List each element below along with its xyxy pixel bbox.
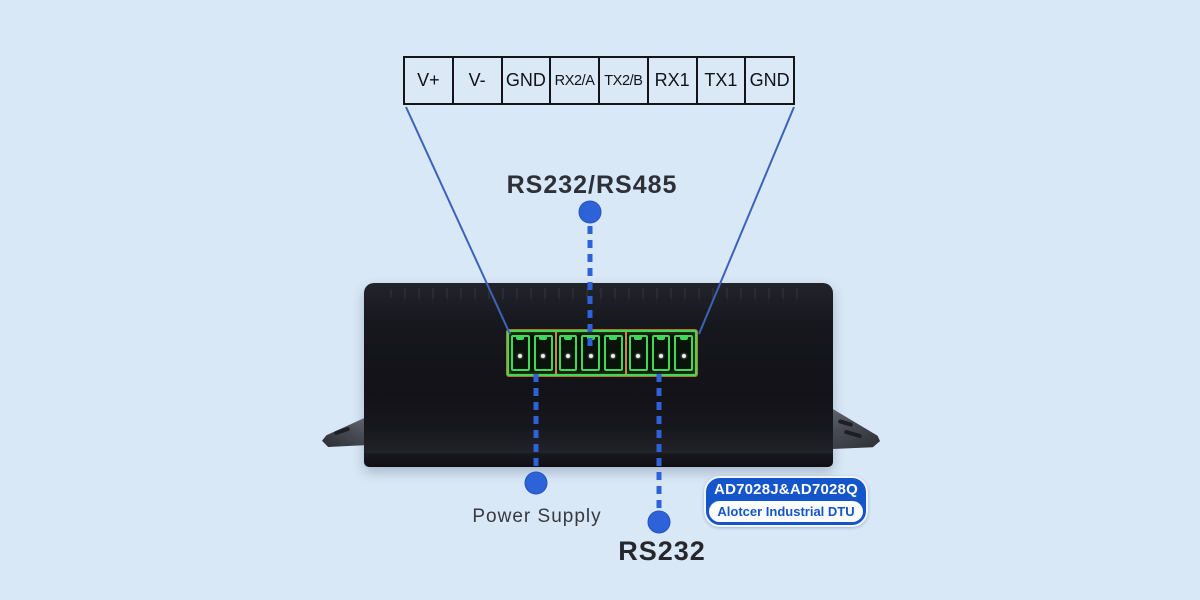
pin-cell-tx2b: TX2/B xyxy=(598,58,647,103)
terminal-socket xyxy=(651,335,671,371)
terminal-socket xyxy=(674,335,693,371)
terminal-socket xyxy=(604,335,623,371)
rs232-label: RS232 xyxy=(618,536,706,566)
pin-cell-tx1: TX1 xyxy=(695,58,745,103)
terminal-group-rs485 xyxy=(554,332,625,374)
terminal-block xyxy=(507,330,697,376)
marker-dot-power xyxy=(524,471,548,495)
power-supply-label: Power Supply xyxy=(472,506,602,527)
pin-label-table: V+ V- GND RX2/A TX2/B RX1 TX1 GND xyxy=(403,56,795,105)
pin-cell-gnd-2: GND xyxy=(744,58,793,103)
marker-dot-rs232-rs485 xyxy=(578,200,602,224)
badge-product-text: Alotcer Industrial DTU xyxy=(709,501,863,522)
pin-cell-v-minus: V- xyxy=(451,58,501,103)
terminal-group-rs232 xyxy=(624,332,695,374)
terminal-socket xyxy=(558,335,578,371)
terminal-socket xyxy=(628,335,648,371)
marker-dot-rs232 xyxy=(647,510,671,534)
rs232-rs485-label: RS232/RS485 xyxy=(506,171,678,199)
pin-cell-rx1: RX1 xyxy=(646,58,696,103)
pin-cell-rx2a: RX2/A xyxy=(549,58,598,103)
product-badge: AD7028J&AD7028Q Alotcer Industrial DTU xyxy=(704,476,868,527)
terminal-socket xyxy=(533,335,553,371)
pin-cell-v-plus: V+ xyxy=(417,70,440,90)
terminal-socket xyxy=(581,335,600,371)
mounting-bracket-left xyxy=(322,417,366,447)
mounting-bracket-right xyxy=(832,408,880,449)
terminal-socket xyxy=(511,335,530,371)
badge-model-text: AD7028J&AD7028Q xyxy=(714,481,858,498)
pin-cell-gnd-1: GND xyxy=(500,58,550,103)
terminal-group-power xyxy=(509,332,555,374)
